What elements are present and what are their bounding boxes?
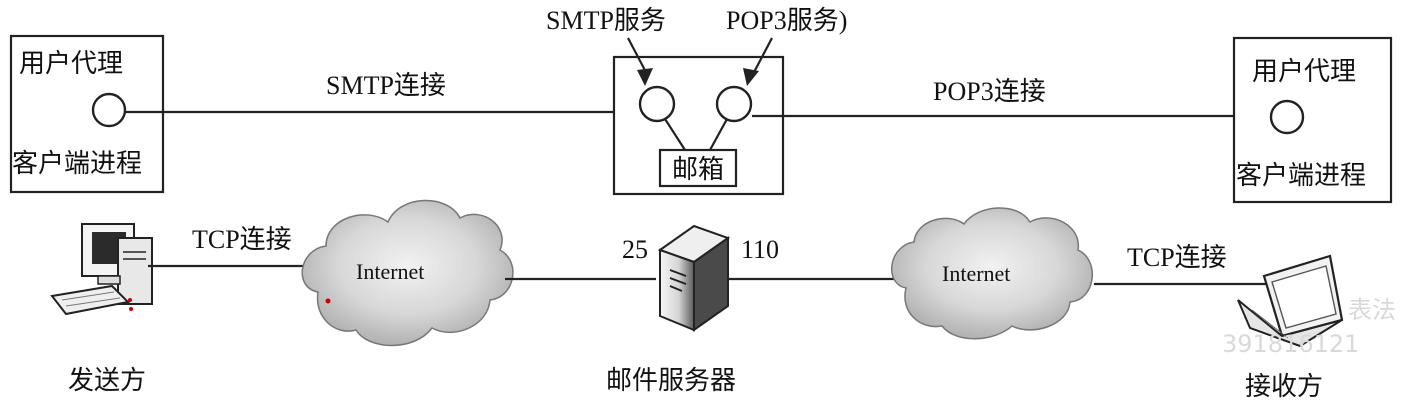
- receiver-label: 接收方: [1245, 372, 1323, 402]
- mailbox-rect: [658, 148, 738, 188]
- watermark-line1: 表法: [1348, 296, 1396, 324]
- right-user-agent-box: 用户代理 客户端进程: [1232, 36, 1393, 204]
- left-cloud-icon: [301, 199, 514, 347]
- mailbox-label: 邮箱: [672, 155, 724, 185]
- left-agent-label-bottom: 客户端进程: [12, 149, 142, 179]
- port-right-label: 110: [741, 235, 779, 264]
- right-tcp-label: TCP连接: [1127, 243, 1227, 272]
- pop3-service-port: [715, 85, 753, 123]
- pop3-to-mailbox-line: [709, 118, 728, 151]
- mail-server-box: 邮箱: [612, 55, 785, 196]
- pop3-service-label: POP3服务): [726, 6, 847, 35]
- laptop-icon: [1237, 254, 1344, 348]
- port-left-label: 25: [622, 235, 648, 264]
- server-tower-icon: [657, 224, 731, 332]
- right-agent-label-top: 用户代理: [1252, 57, 1356, 87]
- left-cloud-label: Internet: [356, 259, 424, 284]
- desktop-computer-icon: [50, 223, 153, 316]
- pop3-connection-label: POP3连接: [933, 77, 1046, 106]
- left-agent-label-top: 用户代理: [19, 49, 123, 79]
- right-agent-label-bottom: 客户端进程: [1236, 161, 1366, 191]
- right-agent-port-circle: [1269, 99, 1305, 135]
- watermark-line2: 391816121: [1222, 330, 1359, 358]
- smtp-connection-label: SMTP连接: [326, 71, 446, 100]
- smtp-to-mailbox-line: [664, 118, 686, 151]
- smtp-service-label: SMTP服务: [546, 6, 666, 35]
- left-user-agent-box: 用户代理 客户端进程: [9, 34, 165, 194]
- sender-label: 发送方: [68, 366, 146, 396]
- smtp-service-port: [638, 85, 676, 123]
- server-label: 邮件服务器: [606, 366, 736, 396]
- pop3-service-arrow: [743, 37, 773, 86]
- smtp-service-arrow: [627, 37, 653, 86]
- right-cloud-label: Internet: [942, 261, 1010, 286]
- left-agent-port-circle: [91, 92, 127, 128]
- left-tcp-label: TCP连接: [192, 225, 292, 254]
- right-cloud-icon: [891, 207, 1093, 340]
